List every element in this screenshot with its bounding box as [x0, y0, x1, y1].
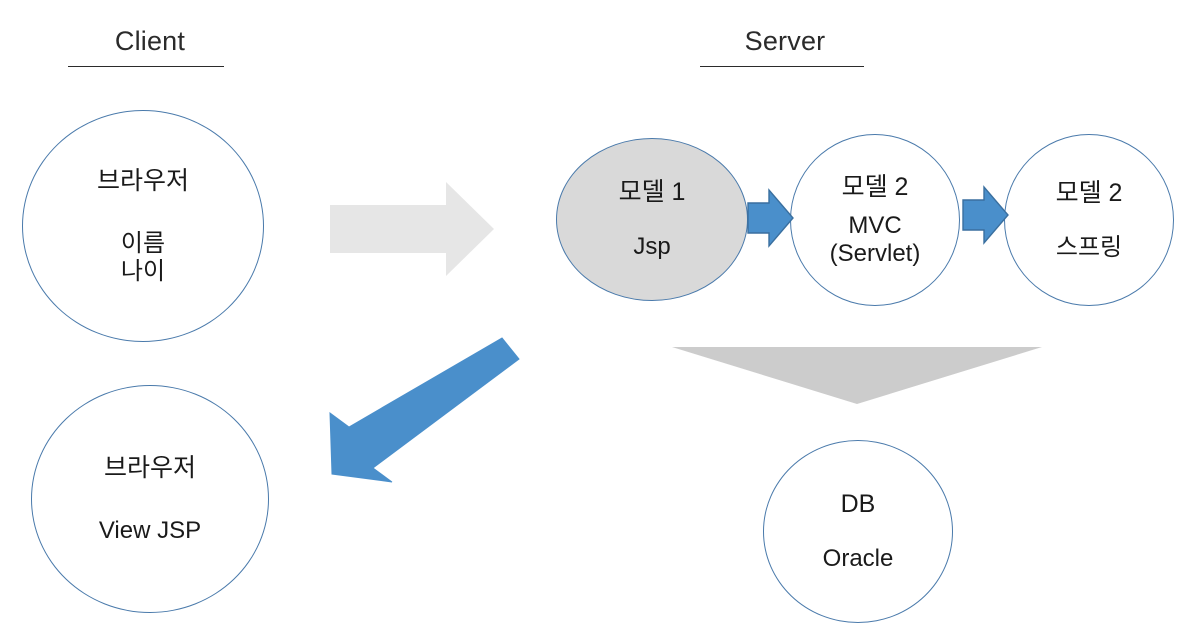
- server-section-title: Server: [744, 26, 826, 56]
- node-model-2-mvc-secondary-1: MVC: [848, 211, 902, 239]
- node-browser-response-primary: 브라우저: [103, 453, 196, 482]
- node-model-2-mvc-secondary-2: (Servlet): [829, 239, 921, 267]
- node-model-2-mvc-primary: 모델 2: [841, 172, 909, 201]
- response-arrow-hitbox: [330, 338, 520, 484]
- node-model-2-spring-secondary-1: 스프링: [1055, 233, 1123, 261]
- node-database-secondary-1: Oracle: [822, 545, 894, 573]
- node-model-1-jsp[interactable]: 모델 1 Jsp: [556, 138, 748, 301]
- node-model-1-primary: 모델 1: [618, 178, 686, 207]
- node-browser-request-secondary-1: 이름: [120, 229, 166, 257]
- server-title-underline: [700, 66, 864, 67]
- node-model-1-secondary-1: Jsp: [633, 233, 671, 261]
- node-model-2-spring-primary: 모델 2: [1055, 178, 1123, 207]
- node-database-primary: DB: [840, 490, 876, 519]
- node-browser-request-secondary-2: 나이: [120, 257, 166, 285]
- node-database-oracle[interactable]: DB Oracle: [763, 440, 953, 623]
- node-browser-request[interactable]: 브라우저 이름 나이: [22, 110, 264, 342]
- client-title-underline: [68, 66, 224, 67]
- node-model-2-mvc[interactable]: 모델 2 MVC (Servlet): [790, 134, 960, 306]
- client-section-title: Client: [114, 26, 186, 56]
- model1-to-model2-arrow-hitbox: [748, 187, 794, 247]
- model2-to-spring-arrow-hitbox: [963, 184, 1009, 244]
- node-browser-request-primary: 브라우저: [96, 166, 189, 195]
- node-model-2-spring[interactable]: 모델 2 스프링: [1004, 134, 1174, 306]
- request-arrow-hitbox: [330, 182, 494, 276]
- node-browser-response[interactable]: 브라우저 View JSP: [31, 385, 269, 613]
- node-browser-response-secondary-1: View JSP: [98, 516, 202, 544]
- server-to-db-arrow-hitbox: [672, 347, 1042, 405]
